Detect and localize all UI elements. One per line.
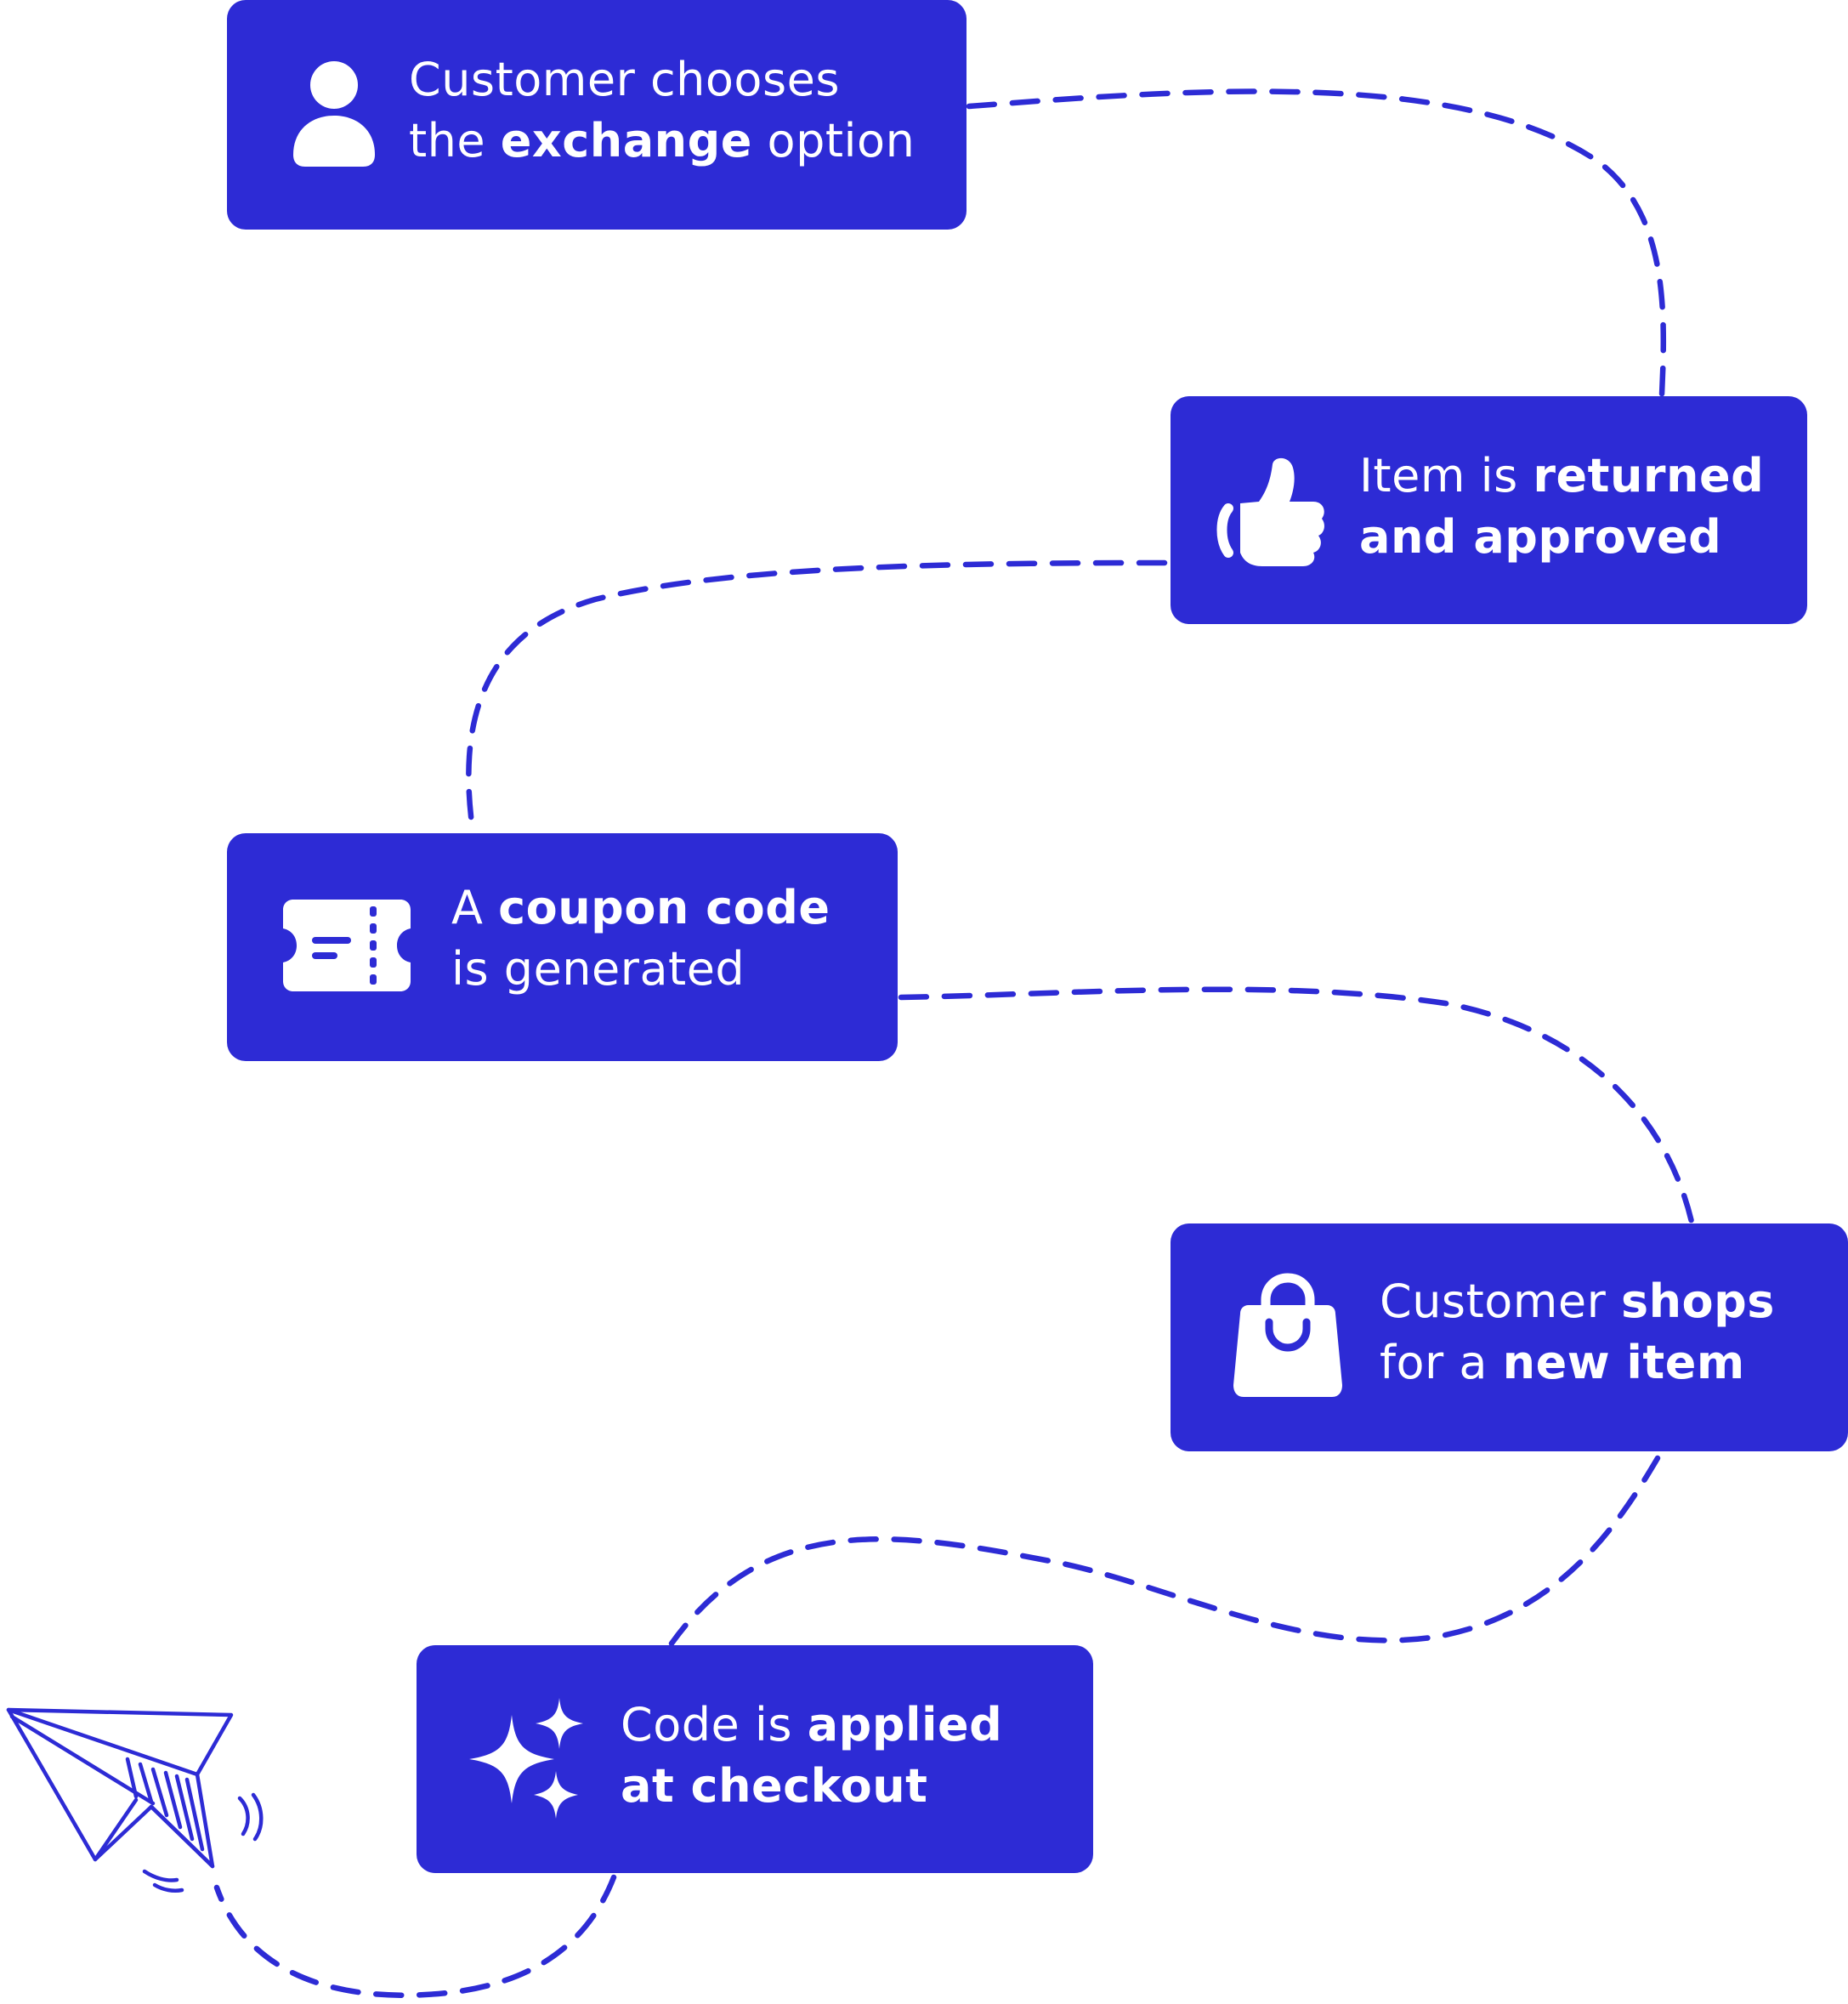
step-label-text: Customer chooses	[409, 53, 840, 106]
step-card-coupon-generated: A coupon code is generated	[227, 833, 898, 1061]
sparkles-icon	[469, 1698, 583, 1819]
connector-3-to-4	[898, 986, 1695, 1225]
step-label-text: option	[751, 114, 915, 167]
step-card-returned-approved: Item is returned and approved	[1171, 396, 1807, 624]
step-card-exchange-option: Customer chooses the exchange option	[227, 0, 967, 230]
connector-4-to-5	[668, 1455, 1661, 1647]
step-label-emphasis: applied	[807, 1698, 1003, 1751]
step-label-line-1: A coupon code	[451, 877, 830, 939]
step-label-text: Customer	[1380, 1274, 1621, 1328]
step-label: Customer shops for a new item	[1380, 1271, 1775, 1394]
step-card-shops-new-item: Customer shops for a new item	[1171, 1223, 1848, 1451]
step-label-line-1: Item is returned	[1359, 446, 1764, 507]
step-label-text: Item is	[1359, 449, 1533, 502]
step-label: Item is returned and approved	[1359, 446, 1764, 568]
step-label-emphasis: and approved	[1359, 510, 1722, 564]
person-icon	[293, 61, 375, 167]
step-label-line-2: the exchange option	[409, 111, 915, 172]
connector-1-to-2	[966, 88, 1667, 398]
step-label-line-2: at checkout	[621, 1756, 1002, 1817]
step-label-emphasis: new item	[1502, 1336, 1745, 1389]
coupon-ticket-icon	[283, 900, 411, 991]
step-label-line-2: is generated	[451, 939, 830, 1000]
step-label: Customer chooses the exchange option	[409, 49, 915, 172]
step-label-text: the	[409, 114, 501, 167]
step-label-text: A	[451, 881, 499, 934]
step-card-applied-checkout: Code is applied at checkout	[417, 1645, 1093, 1873]
thumbs-up-icon	[1216, 457, 1324, 566]
step-label-emphasis: exchange	[500, 114, 752, 167]
step-label-line-2: for a new item	[1380, 1332, 1775, 1394]
step-label: A coupon code is generated	[451, 877, 830, 1000]
step-label-emphasis: coupon code	[498, 881, 830, 934]
step-label-emphasis: returned	[1533, 449, 1765, 502]
shopping-bag-icon	[1233, 1273, 1342, 1397]
step-label-emphasis: at checkout	[621, 1759, 928, 1813]
step-label-text: Code is	[621, 1698, 808, 1751]
step-label-line-1: Code is applied	[621, 1695, 1002, 1756]
step-label: Code is applied at checkout	[621, 1695, 1002, 1817]
step-label-line-1: Customer chooses	[409, 49, 915, 111]
connector-2-to-3	[466, 559, 1168, 833]
step-label-text: for a	[1380, 1336, 1503, 1389]
step-label-line-2: and approved	[1359, 507, 1764, 568]
paper-plane-icon	[6, 1707, 264, 1893]
step-label-emphasis: shops	[1620, 1274, 1775, 1328]
step-label-line-1: Customer shops	[1380, 1271, 1775, 1332]
step-label-text: is generated	[451, 942, 745, 996]
connector-5-to-plane	[213, 1874, 617, 1998]
